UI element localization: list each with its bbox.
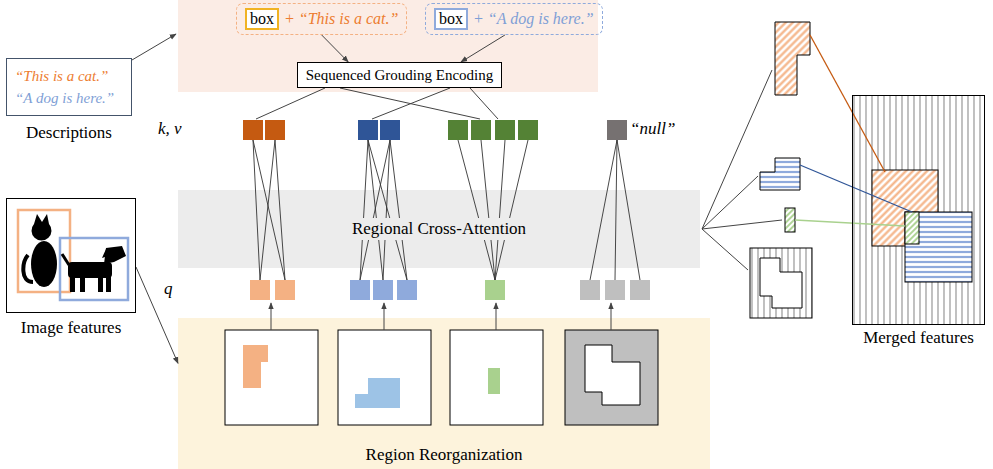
node-text: + “A dog is here.” — [473, 10, 594, 28]
grounding-input: + “This is a cat.” box — [236, 3, 407, 35]
separated-regions — [750, 22, 812, 318]
node-text: Sequenced Grouding Encoding — [306, 67, 493, 84]
connector-arrow — [322, 35, 349, 62]
node-text: “This is a cat.” — [15, 65, 123, 87]
box-token: box — [245, 8, 279, 30]
region-arrows — [271, 303, 611, 330]
connector-arrow — [461, 35, 505, 62]
region-band: Region Reorganization — [178, 318, 710, 469]
node-text: Regional Cross-Attention — [348, 218, 530, 240]
image-box: Image features — [6, 198, 136, 313]
node-text: Region Reorganization — [178, 445, 710, 465]
token-label: q — [164, 279, 173, 299]
attention-band: Regional Cross-Attention — [178, 190, 700, 268]
leader-arrow — [132, 34, 176, 60]
node-text: Descriptions — [7, 123, 131, 143]
text-band — [178, 0, 598, 92]
cat-dog-illustration — [18, 210, 128, 300]
node-text: Image features — [0, 318, 145, 338]
region-maps — [225, 330, 658, 425]
node-text: box — [250, 10, 274, 27]
attention-lines — [253, 140, 640, 280]
token-label: k, v — [158, 119, 182, 139]
fan-lines — [702, 70, 782, 270]
box-token: box — [434, 8, 468, 30]
node-text: box — [439, 10, 463, 27]
query-tokens — [250, 280, 650, 300]
node-text: + “This is a cat.” — [284, 10, 398, 28]
encoder-box: Sequenced Grouding Encoding — [297, 62, 502, 88]
region-band — [178, 318, 710, 469]
node-text: Merged features — [843, 328, 993, 348]
connector-arrow — [136, 267, 178, 363]
merged-map — [795, 35, 985, 325]
node-text: “A dog is here.” — [15, 87, 123, 109]
description-box: “This is a cat.”“A dog is here.”Descript… — [6, 58, 132, 116]
encoding-lines — [256, 88, 498, 119]
grounding-input: + “A dog is here.” box — [425, 3, 603, 35]
key-value-tokens — [243, 120, 627, 140]
token-label: “null” — [630, 119, 675, 139]
merged-box: Merged features — [852, 95, 985, 325]
